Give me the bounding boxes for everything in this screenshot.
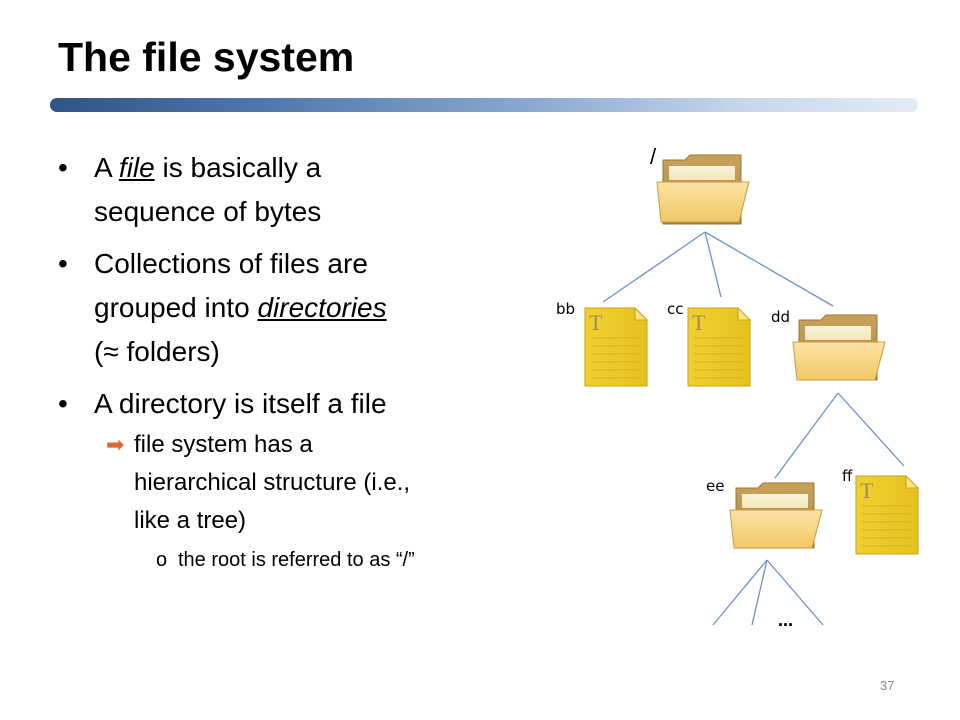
- bullet-icon: •: [58, 388, 68, 419]
- sub-bullet-hierarchy: ➡ file system has a hierarchical structu…: [58, 426, 518, 540]
- folder-icon: [656, 154, 750, 225]
- folder-icon: [729, 482, 823, 549]
- bullet-line: Collections of files are: [94, 248, 368, 279]
- term-directories: directories: [257, 292, 387, 323]
- slide-title: The file system: [58, 34, 355, 80]
- bullet-icon: •: [58, 248, 68, 279]
- edge-root-dd: [704, 231, 834, 307]
- tree-label-more: …: [778, 612, 793, 630]
- bullet-line: A file is basically a: [94, 152, 322, 183]
- page-number: 37: [880, 678, 895, 693]
- edge-root-bb: [602, 231, 706, 303]
- text-file-icon: T: [687, 306, 752, 387]
- edge-dd-ff: [837, 392, 905, 467]
- tree-edges: [602, 231, 905, 626]
- sub-sub-bullet-root: o the root is referred to as “/”: [58, 542, 518, 578]
- edge-root-cc: [704, 231, 722, 298]
- file-tree-diagram: T T T: [584, 154, 920, 626]
- bullet-line: sequence of bytes: [94, 196, 322, 227]
- svg-text:T: T: [692, 310, 706, 335]
- folder-icon: [792, 314, 886, 381]
- tree-label-ff: ff: [842, 467, 853, 485]
- sub-bullet-line: file system has a: [134, 431, 313, 458]
- tree-label-ee: ee: [706, 477, 725, 495]
- sub-bullet-line: like a tree): [134, 507, 247, 534]
- arrow-right-icon: ➡: [106, 432, 125, 457]
- svg-text:T: T: [589, 310, 603, 335]
- edge-ee-c3: [766, 559, 824, 626]
- text-file-icon: T: [584, 306, 649, 387]
- title-underline-bar: [50, 98, 918, 112]
- bullet-directories: • Collections of files are grouped into …: [58, 242, 518, 374]
- approx-symbol: ≈: [103, 336, 119, 367]
- sub-sub-bullet-text: the root is referred to as “/”: [178, 549, 415, 571]
- tree-label-dd: dd: [771, 308, 791, 326]
- sub-bullet-line: hierarchical structure (i.e.,: [134, 469, 411, 496]
- circle-bullet-icon: o: [156, 549, 168, 571]
- bullet-line: A directory is itself a file: [94, 388, 387, 419]
- edge-ee-c2: [751, 559, 768, 626]
- edge-ee-c1: [712, 559, 768, 626]
- svg-text:T: T: [860, 478, 874, 503]
- bullet-line: grouped into directories: [94, 292, 387, 323]
- text-file-icon: T: [855, 474, 920, 555]
- bullet-list: • A file is basically a sequence of byte…: [58, 146, 518, 578]
- bullet-line: (≈ folders): [94, 336, 220, 367]
- bullet-file-definition: • A file is basically a sequence of byte…: [58, 146, 518, 234]
- tree-label-root: /: [650, 144, 657, 169]
- tree-label-bb: bb: [556, 300, 576, 318]
- tree-label-cc: cc: [667, 300, 684, 318]
- term-file: file: [118, 152, 155, 183]
- bullet-icon: •: [58, 152, 68, 183]
- bullet-directory-is-file: • A directory is itself a file: [58, 382, 518, 426]
- edge-dd-ee: [774, 392, 839, 479]
